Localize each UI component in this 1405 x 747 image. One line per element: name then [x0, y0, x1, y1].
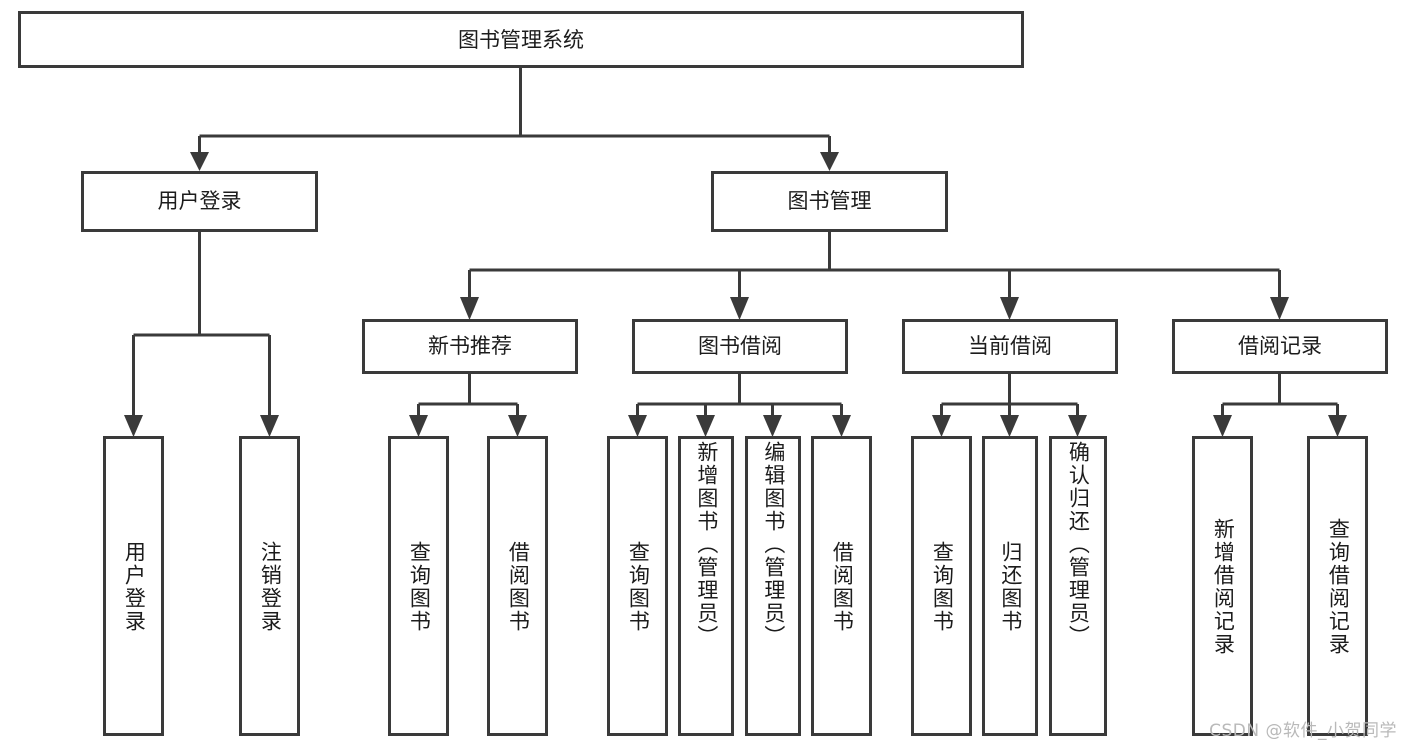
node-current-borrow-box[interactable]	[902, 319, 1118, 374]
node-root[interactable]: 图书管理系统	[18, 11, 1024, 68]
leaf-box-query-record[interactable]	[1307, 436, 1368, 736]
arrow-to-user-login	[190, 152, 209, 171]
leaf-box-query-book-1[interactable]	[388, 436, 449, 736]
arrow-leaf-borrow-book-1	[508, 415, 527, 437]
arrow-current	[1000, 297, 1019, 320]
connector-group	[124, 67, 1347, 437]
arrow-leaf-user-login	[124, 415, 143, 437]
node-user-login[interactable]: 用户登录	[81, 171, 318, 232]
leaf-box-confirm-return[interactable]	[1049, 436, 1107, 736]
arrow-leaf-add-record	[1213, 415, 1232, 437]
arrow-new-book	[460, 297, 479, 320]
node-root-box[interactable]	[18, 11, 1024, 68]
arrow-leaf-query-book-2	[628, 415, 647, 437]
node-new-book-recommend-label: 新书推荐	[428, 334, 512, 358]
node-new-book-recommend-box[interactable]	[362, 319, 578, 374]
leaf-box-borrow-book-1[interactable]	[487, 436, 548, 736]
leaf-box-logout[interactable]	[239, 436, 300, 736]
node-current-borrow-label: 当前借阅	[968, 334, 1052, 358]
arrow-borrow	[730, 297, 749, 320]
arrow-leaf-confirm-return	[1068, 415, 1087, 437]
node-book-management[interactable]: 图书管理	[711, 171, 948, 232]
node-borrow-record-box[interactable]	[1172, 319, 1388, 374]
arrow-leaf-borrow-book-2	[832, 415, 851, 437]
leaf-box-add-record[interactable]	[1192, 436, 1253, 736]
node-user-login-label: 用户登录	[158, 189, 242, 213]
leaf-box-user-login[interactable]	[103, 436, 164, 736]
node-borrow-record[interactable]: 借阅记录	[1172, 319, 1388, 374]
node-book-borrow-box[interactable]	[632, 319, 848, 374]
node-book-management-box[interactable]	[711, 171, 948, 232]
arrow-leaf-add-book	[696, 415, 715, 437]
node-new-book-recommend[interactable]: 新书推荐	[362, 319, 578, 374]
node-book-management-label: 图书管理	[788, 189, 872, 213]
leaf-box-query-book-2[interactable]	[607, 436, 668, 736]
leaf-box-edit-book[interactable]	[745, 436, 801, 736]
csdn-watermark: CSDN @软件_小贺同学	[1209, 721, 1397, 741]
node-book-borrow-label: 图书借阅	[698, 334, 782, 358]
node-user-login-box[interactable]	[81, 171, 318, 232]
arrow-leaf-logout	[260, 415, 279, 437]
arrow-leaf-edit-book	[763, 415, 782, 437]
arrow-record	[1270, 297, 1289, 320]
arrow-leaf-return-book	[1000, 415, 1019, 437]
node-root-label: 图书管理系统	[458, 28, 584, 52]
arrow-leaf-query-book-1	[409, 415, 428, 437]
arrow-leaf-query-book-3	[932, 415, 951, 437]
arrow-leaf-query-record	[1328, 415, 1347, 437]
leaf-box-query-book-3[interactable]	[911, 436, 972, 736]
arrow-to-book-manage	[820, 152, 839, 171]
node-borrow-record-label: 借阅记录	[1238, 334, 1322, 358]
leaf-box-add-book[interactable]	[678, 436, 734, 736]
node-current-borrow[interactable]: 当前借阅	[902, 319, 1118, 374]
leaf-box-borrow-book-2[interactable]	[811, 436, 872, 736]
leaf-box-return-book[interactable]	[982, 436, 1038, 736]
node-book-borrow[interactable]: 图书借阅	[632, 319, 848, 374]
